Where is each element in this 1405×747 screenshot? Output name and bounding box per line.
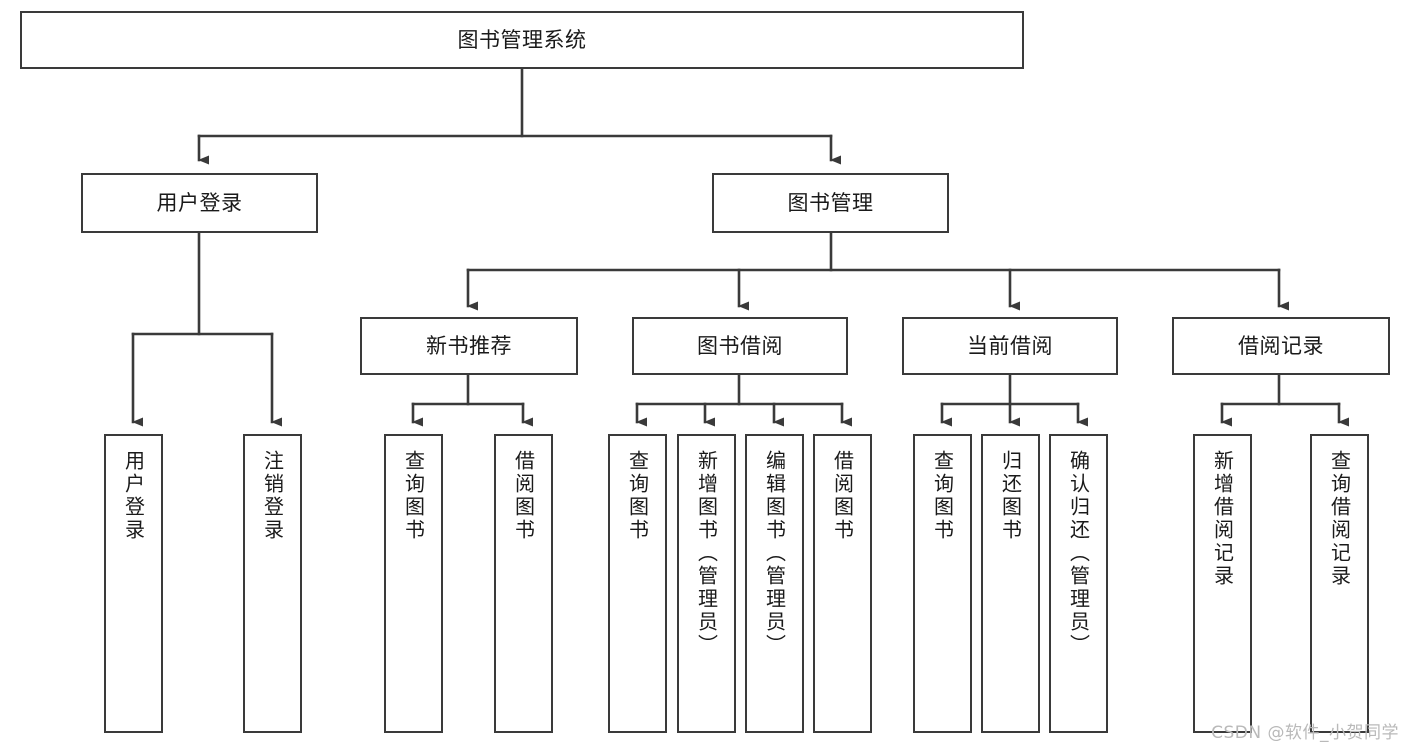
leaf-book-borrow-borrow-book[interactable]: 借阅图书 — [813, 434, 872, 733]
node-label: 借阅图书 — [830, 450, 855, 542]
node-book-management[interactable]: 图书管理 — [712, 173, 949, 233]
leaf-book-borrow-edit-book-admin[interactable]: 编辑图书（管理员） — [745, 434, 804, 733]
node-label: 借阅图书 — [511, 450, 536, 542]
node-label: 新书推荐 — [426, 333, 512, 358]
leaf-current-borrow-query-book[interactable]: 查询图书 — [913, 434, 972, 733]
node-label: 注销登录 — [260, 450, 285, 542]
leaf-book-borrow-add-book-admin[interactable]: 新增图书（管理员） — [677, 434, 736, 733]
node-label: 新增借阅记录 — [1210, 450, 1235, 588]
leaf-new-book-query-book[interactable]: 查询图书 — [384, 434, 443, 733]
node-label: 当前借阅 — [967, 333, 1053, 358]
node-user-login[interactable]: 用户登录 — [81, 173, 318, 233]
node-label: 用户登录 — [156, 190, 243, 215]
leaf-borrow-record-query-record[interactable]: 查询借阅记录 — [1310, 434, 1369, 733]
node-label: 编辑图书（管理员） — [762, 450, 787, 657]
node-book-borrow[interactable]: 图书借阅 — [632, 317, 848, 375]
node-label: 查询图书 — [930, 450, 955, 542]
node-label: 查询借阅记录 — [1327, 450, 1352, 588]
node-label: 归还图书 — [998, 450, 1023, 542]
node-label: 用户登录 — [121, 450, 146, 542]
node-label: 图书管理 — [787, 190, 874, 215]
leaf-current-borrow-return-book[interactable]: 归还图书 — [981, 434, 1040, 733]
node-label: 图书管理系统 — [457, 27, 587, 52]
node-label: 借阅记录 — [1238, 333, 1324, 358]
node-root-book-management-system[interactable]: 图书管理系统 — [20, 11, 1024, 69]
node-label: 查询图书 — [401, 450, 426, 542]
node-label: 图书借阅 — [697, 333, 783, 358]
node-borrow-record[interactable]: 借阅记录 — [1172, 317, 1390, 375]
node-label: 确认归还（管理员） — [1066, 450, 1091, 657]
node-new-book-recommend[interactable]: 新书推荐 — [360, 317, 578, 375]
leaf-book-borrow-query-book[interactable]: 查询图书 — [608, 434, 667, 733]
leaf-new-book-borrow-book[interactable]: 借阅图书 — [494, 434, 553, 733]
leaf-user-login[interactable]: 用户登录 — [104, 434, 163, 733]
leaf-current-borrow-confirm-return-admin[interactable]: 确认归还（管理员） — [1049, 434, 1108, 733]
node-label: 新增图书（管理员） — [694, 450, 719, 657]
node-current-borrow[interactable]: 当前借阅 — [902, 317, 1118, 375]
node-label: 查询图书 — [625, 450, 650, 542]
leaf-user-logout[interactable]: 注销登录 — [243, 434, 302, 733]
leaf-borrow-record-add-record[interactable]: 新增借阅记录 — [1193, 434, 1252, 733]
